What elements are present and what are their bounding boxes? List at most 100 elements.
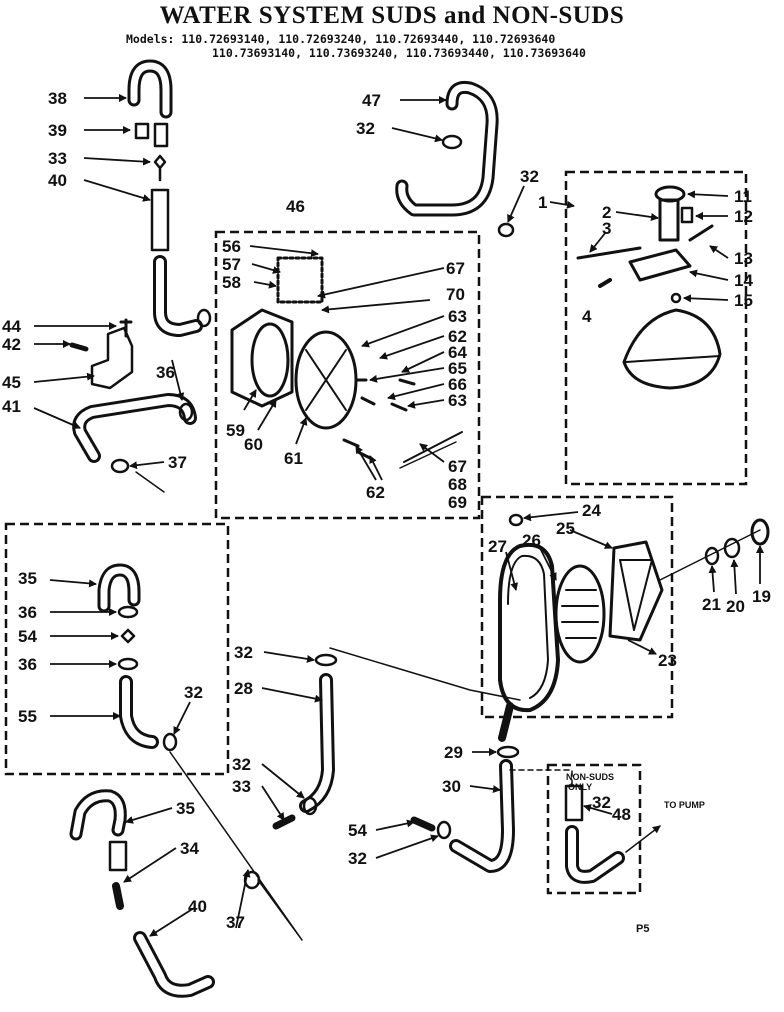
part-number: 54 — [348, 821, 367, 840]
part-number: 32 — [356, 119, 375, 138]
clamp-37 — [110, 458, 130, 474]
group-boxes — [4, 170, 748, 895]
non-suds-box — [546, 763, 642, 895]
bracket-45 — [90, 326, 134, 390]
housing-27 — [498, 543, 560, 713]
part-number: 27 — [488, 537, 507, 556]
hose-47 — [395, 80, 499, 217]
leader-dashed — [509, 769, 573, 787]
part-number: 44 — [2, 317, 21, 336]
part-number: 13 — [734, 249, 753, 268]
part-number: 67 — [448, 457, 467, 476]
motor-body — [622, 308, 722, 390]
hose-40 — [150, 188, 170, 252]
washer-20 — [723, 537, 741, 559]
part-number: 48 — [612, 805, 631, 824]
part-number: 32 — [520, 167, 539, 186]
part-number: 24 — [582, 501, 601, 520]
washer-21 — [704, 546, 720, 566]
part-number: 32 — [234, 643, 253, 662]
clamp-32-30 — [436, 820, 452, 840]
leader — [329, 647, 521, 701]
part-number: 65 — [448, 359, 467, 378]
gasket-67 — [403, 431, 463, 463]
fitting-33b — [272, 814, 296, 830]
part-number: 62 — [366, 483, 385, 502]
part-number: 15 — [734, 291, 753, 310]
part-48 — [564, 784, 584, 822]
pump-seal-60 — [250, 322, 290, 398]
part-number: 19 — [752, 587, 771, 606]
models-line-1: Models: 110.72693140, 110.72693240, 110.… — [126, 32, 556, 46]
part-number: 39 — [48, 121, 67, 140]
elbow-34 — [112, 882, 124, 910]
spring-13 — [688, 224, 714, 242]
part-number: 62 — [448, 327, 467, 346]
housing-27-inner — [507, 554, 549, 699]
bracket-14 — [628, 248, 692, 282]
part-number: 37 — [226, 913, 245, 932]
part-number: 60 — [244, 435, 263, 454]
clip-4 — [598, 278, 612, 288]
part-number: 12 — [734, 207, 753, 226]
filter-26 — [554, 564, 606, 664]
leader-arrows — [33, 94, 764, 937]
clamp-32-top — [441, 134, 463, 150]
part-number: 32 — [184, 683, 203, 702]
part-number: 33 — [232, 777, 251, 796]
part-number: 54 — [18, 627, 37, 646]
part-number: 3 — [602, 219, 611, 238]
shaft-line — [659, 529, 761, 581]
suds-kit-box — [4, 522, 230, 776]
clamp-32-mid — [497, 222, 515, 238]
shaft — [658, 198, 680, 242]
cover-25-detail — [619, 559, 653, 631]
clamp-36-suds — [117, 605, 139, 619]
filter-26-mesh — [561, 589, 599, 639]
part-number: 26 — [522, 531, 541, 550]
fitting-54-suds — [120, 628, 136, 644]
hose-35-inner — [72, 792, 124, 838]
screw-42 — [69, 342, 89, 352]
part-number: 59 — [226, 421, 245, 440]
clamp-36b — [178, 402, 194, 422]
cover-25 — [608, 540, 664, 642]
part-number: 32 — [592, 793, 611, 812]
part-number: 35 — [176, 799, 195, 818]
part-number: 61 — [284, 449, 303, 468]
hose-38-inner — [130, 62, 170, 116]
hose-47-inner — [398, 83, 496, 214]
screw-44 — [119, 318, 133, 338]
non-suds-note-only: ONLY — [568, 782, 592, 792]
hose-55-inner — [122, 678, 156, 746]
leader — [135, 471, 165, 493]
models-line-2: 110.73693140, 110.73693240, 110.73693440… — [212, 46, 586, 60]
motor-base — [625, 355, 721, 363]
part-number: 23 — [658, 651, 677, 670]
part-number: 56 — [222, 237, 241, 256]
part-number: 58 — [222, 273, 241, 292]
hose-28-inner — [302, 676, 332, 810]
part-number: 42 — [2, 335, 21, 354]
part-number: 14 — [734, 271, 753, 290]
page-title: WATER SYSTEM SUDS and NON-SUDS — [159, 2, 625, 29]
part-number: 21 — [702, 595, 721, 614]
part-number: 36 — [18, 603, 37, 622]
clamp-36 — [196, 308, 212, 328]
pump-motor-58 — [276, 256, 324, 304]
ring-24 — [508, 513, 524, 527]
non-suds-note: NON-SUDS — [566, 772, 614, 782]
part-number: 64 — [448, 343, 467, 362]
part-number: 46 — [286, 197, 305, 216]
part-number: 20 — [726, 597, 745, 616]
hose-30-inner — [452, 762, 512, 870]
part-number: 38 — [48, 89, 67, 108]
belt-3 — [576, 246, 642, 260]
valve-parts-63-66 — [354, 378, 416, 412]
hose-35-suds-inner — [100, 566, 138, 610]
hose-elbow-40-inner — [156, 258, 200, 334]
pump-cover-detail — [305, 349, 347, 411]
part-number: 40 — [48, 171, 67, 190]
